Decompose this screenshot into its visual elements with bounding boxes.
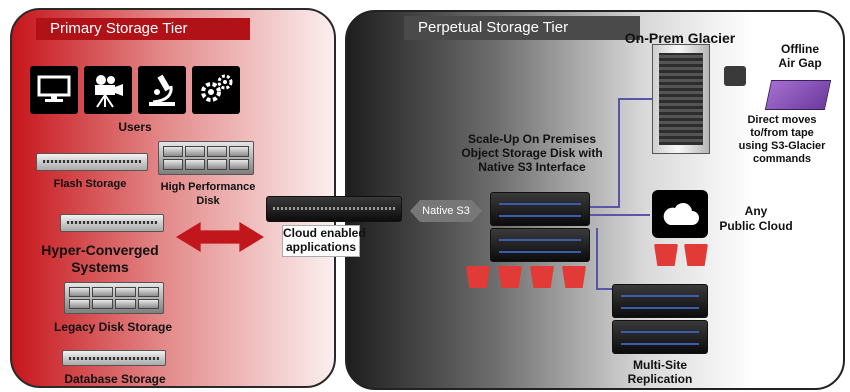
scaleup-label-line2: Object Storage Disk with — [461, 146, 603, 160]
connector-line — [618, 98, 620, 208]
airgap-label-line1: Offline — [781, 42, 819, 56]
tape-moves-line3: using S3-Glacier — [738, 140, 826, 152]
multisite-label-line2: Replication — [627, 372, 693, 386]
microscope-icon — [138, 66, 186, 114]
primary-tier-title: Primary Storage Tier — [36, 18, 250, 40]
video-camera-icon — [84, 66, 132, 114]
bucket-icon — [684, 244, 708, 266]
connector-line — [596, 228, 598, 290]
hyper-converged-label-line2: Systems — [71, 259, 129, 275]
airgap-label-line2: Air Gap — [778, 56, 822, 70]
connector-line — [596, 288, 614, 290]
legacy-disk-label: Legacy Disk Storage — [53, 320, 173, 334]
cloud-app-label-line2: applications — [285, 240, 356, 254]
tape-moves-line4: commands — [752, 153, 812, 165]
connector-line — [590, 206, 620, 208]
database-storage-label: Database Storage — [64, 372, 166, 386]
replica-storage-unit-bottom — [612, 320, 708, 354]
replica-storage-unit-top — [612, 284, 708, 318]
glacier-title: On-Prem Glacier — [624, 30, 736, 46]
hyper-converged-label-line1: Hyper-Converged — [41, 242, 159, 258]
scaleup-label-line1: Scale-Up On Premises — [467, 132, 597, 146]
tape-moves-line1: Direct moves — [747, 114, 817, 126]
monitor-icon — [30, 66, 78, 114]
high-performance-label-line1: High Performance — [160, 181, 256, 193]
object-bucket-row — [466, 266, 586, 288]
connector-line — [590, 214, 650, 216]
tape-cartridges — [764, 80, 832, 110]
cloud-app-label-line1: Cloud enabled — [283, 226, 366, 240]
bucket-icon — [562, 266, 586, 288]
bucket-icon — [498, 266, 522, 288]
perpetual-tier-title: Perpetual Storage Tier — [404, 16, 640, 40]
hyper-converged-unit — [60, 214, 164, 232]
public-cloud-label-line1: Any — [744, 204, 768, 218]
cloud-bucket-row — [654, 244, 708, 266]
tape-moves-line2: to/from tape — [750, 127, 814, 139]
bucket-icon — [654, 244, 678, 266]
flash-storage-label: Flash Storage — [53, 178, 127, 190]
bucket-icon — [530, 266, 554, 288]
database-storage-unit — [62, 350, 166, 366]
object-storage-unit-bottom — [490, 228, 590, 262]
object-storage-unit-top — [490, 192, 590, 226]
flash-storage-unit — [36, 153, 148, 171]
public-cloud-icon — [652, 190, 708, 238]
native-s3-arrow: Native S3 — [410, 200, 482, 222]
bucket-icon — [466, 266, 490, 288]
high-performance-label-line2: Disk — [196, 195, 220, 207]
glacier-bucket-icon — [724, 66, 746, 86]
public-cloud-label-line2: Public Cloud — [719, 219, 793, 233]
glacier-tape-library — [652, 44, 710, 154]
cloud-app-server — [266, 196, 402, 222]
multisite-label-line1: Multi-Site — [633, 358, 687, 372]
legacy-disk-unit — [64, 282, 164, 314]
users-label: Users — [118, 120, 152, 134]
gears-icon — [192, 66, 240, 114]
connector-line — [618, 98, 652, 100]
high-performance-disk-unit — [158, 141, 254, 175]
cloud-app-label-box: Cloud enabled applications — [282, 225, 366, 257]
scaleup-label-line3: Native S3 Interface — [478, 160, 586, 174]
